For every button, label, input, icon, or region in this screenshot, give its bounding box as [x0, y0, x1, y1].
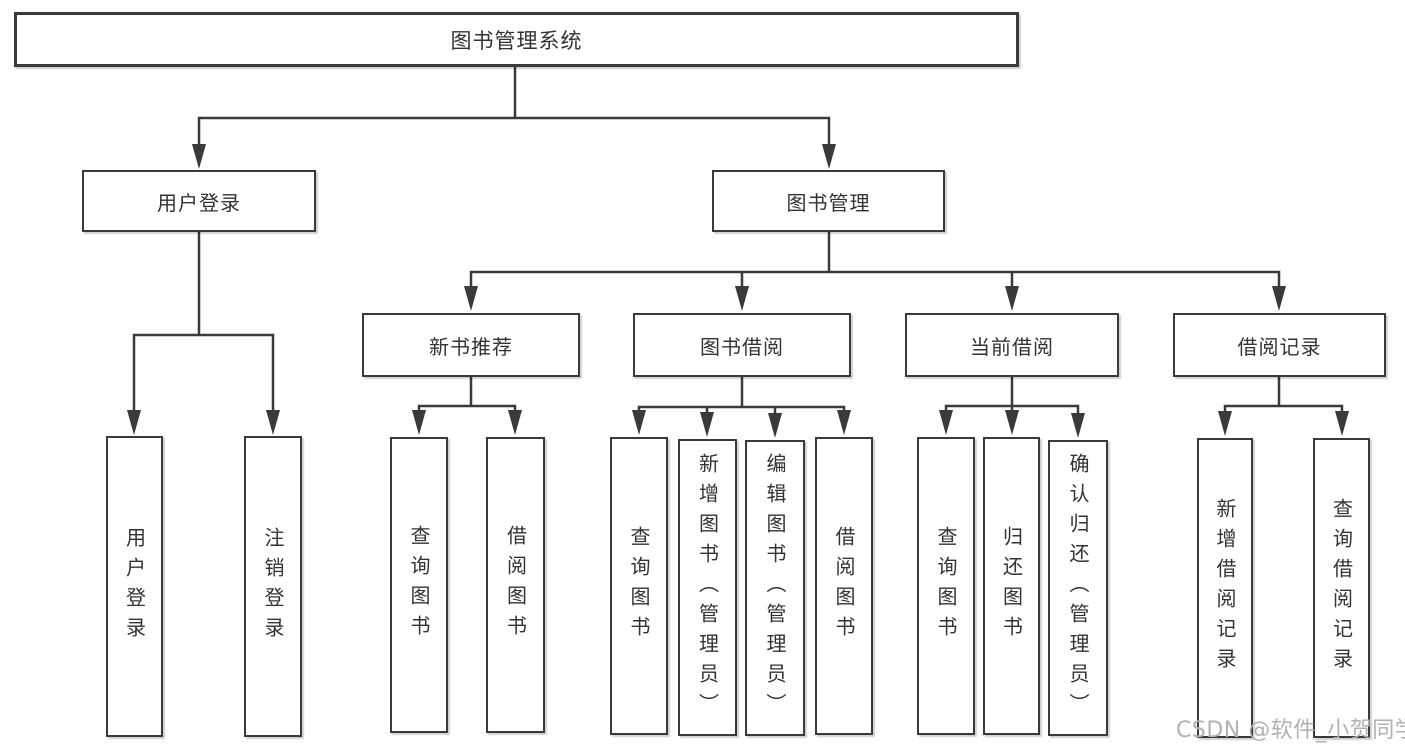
arrowhead	[1005, 286, 1019, 311]
arrowhead	[700, 412, 714, 437]
connector-line	[197, 65, 831, 152]
arrowhead	[1218, 411, 1232, 436]
leaf-logout: 注销登录	[244, 436, 302, 737]
connector-book-borrow-children	[632, 374, 851, 438]
connector-user-login-children	[127, 229, 280, 435]
connector-borrow-records-children	[1218, 374, 1349, 436]
arrowhead	[1005, 410, 1019, 435]
arrowhead	[192, 144, 206, 169]
arrowhead	[735, 286, 749, 311]
leaf-br-add-record: 新增借阅记录	[1197, 438, 1253, 738]
arrowhead	[837, 410, 851, 435]
arrowhead	[939, 410, 953, 435]
arrowhead	[464, 286, 478, 311]
connector-line	[1223, 374, 1344, 419]
connector-line	[132, 229, 275, 418]
connector-book-management-children	[464, 229, 1286, 311]
branch-book-management: 图书管理	[712, 170, 945, 232]
arrowhead	[1071, 413, 1085, 438]
group-borrow-records: 借阅记录	[1173, 313, 1386, 377]
connector-new-book-children	[412, 374, 522, 435]
arrowhead	[632, 410, 646, 435]
arrowhead	[1335, 411, 1349, 436]
arrowhead	[1272, 286, 1286, 311]
arrowhead	[266, 410, 280, 435]
watermark: CSDN @软件_小贺同学	[1176, 718, 1405, 743]
leaf-bb-query-books: 查询图书	[610, 437, 668, 735]
group-new-book-recommend: 新书推荐	[362, 313, 580, 377]
leaf-bb-borrow-books: 借阅图书	[815, 437, 873, 735]
arrowhead	[508, 410, 522, 435]
connector-line	[469, 229, 1281, 294]
connector-current-borrow-children	[939, 374, 1085, 438]
group-book-borrow: 图书借阅	[633, 313, 851, 377]
connector-line	[417, 374, 517, 418]
leaf-cb-query-books: 查询图书	[917, 437, 975, 735]
arrowhead	[822, 144, 836, 169]
leaf-nbr-query-books: 查询图书	[390, 437, 448, 733]
arrowhead	[127, 410, 141, 435]
connector-line	[637, 374, 846, 420]
leaf-user-login: 用户登录	[106, 436, 163, 737]
leaf-cb-return-books: 归还图书	[983, 437, 1040, 735]
leaf-nbr-borrow-books: 借阅图书	[486, 437, 545, 733]
leaf-cb-confirm-return-admin: 确认归还（管理员）	[1048, 440, 1108, 736]
arrowhead	[768, 413, 782, 438]
branch-user-login: 用户登录	[82, 170, 316, 232]
leaf-br-query-record: 查询借阅记录	[1313, 438, 1370, 738]
root-node: 图书管理系统	[14, 12, 1019, 67]
connector-root-to-branches	[192, 65, 836, 169]
group-current-borrow: 当前借阅	[905, 313, 1119, 377]
leaf-bb-edit-books-admin: 编辑图书（管理员）	[745, 440, 805, 736]
arrowhead	[412, 410, 426, 435]
leaf-bb-add-books-admin: 新增图书（管理员）	[678, 439, 737, 736]
